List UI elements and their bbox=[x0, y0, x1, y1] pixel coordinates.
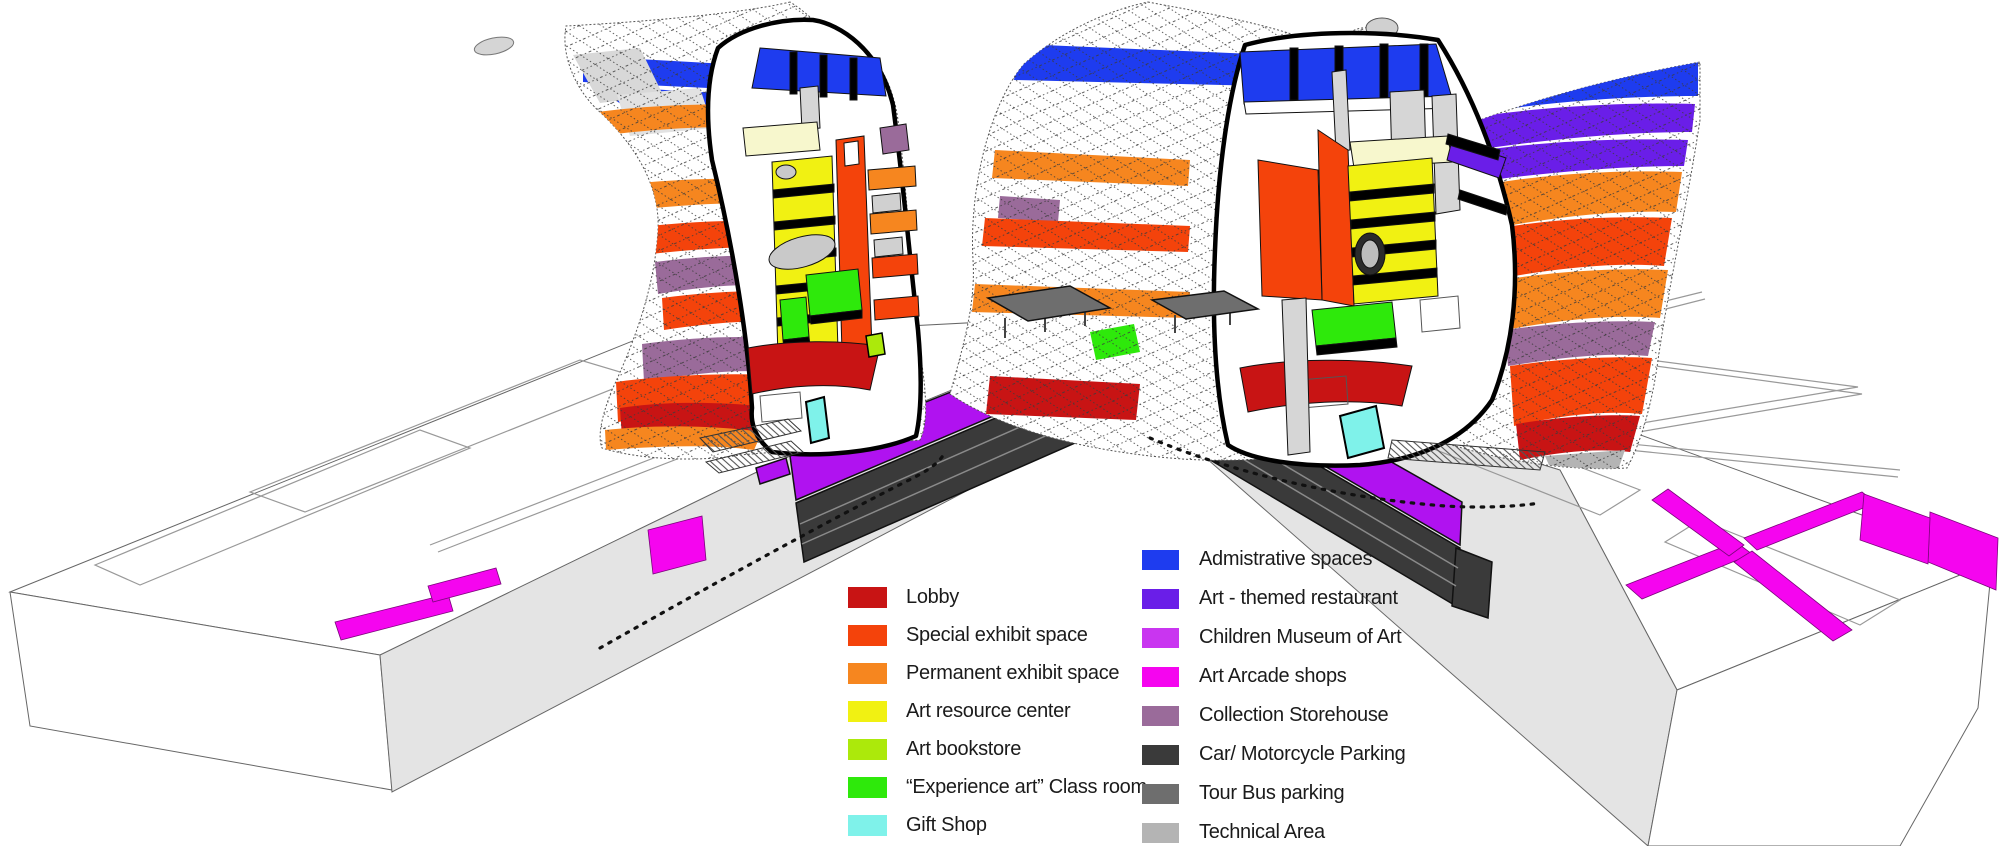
legend-swatch bbox=[1142, 666, 1179, 687]
dotted-guide-paths bbox=[598, 436, 1542, 650]
art-arcade-strips bbox=[334, 488, 1999, 642]
legend-row: Admistrative spaces bbox=[1142, 548, 1406, 571]
legend-swatch bbox=[1142, 588, 1179, 609]
legend-row: Art bookstore bbox=[848, 738, 1147, 761]
legend-swatch bbox=[1142, 705, 1179, 726]
legend-row: Gift Shop bbox=[848, 814, 1147, 837]
orange-cut-wall bbox=[1317, 129, 1355, 307]
legend-label: Art Arcade shops bbox=[1199, 665, 1347, 687]
right-tower bbox=[949, 1, 1701, 471]
elevator-core bbox=[1281, 297, 1311, 456]
legend-row: Lobby bbox=[848, 586, 1147, 609]
legend-label: Children Museum of Art bbox=[1199, 626, 1402, 648]
legend-swatch bbox=[848, 625, 887, 646]
canopy bbox=[985, 285, 1113, 338]
legend-swatch bbox=[848, 663, 887, 684]
legend-label: Art - themed restaurant bbox=[1199, 587, 1398, 609]
legend-swatch bbox=[848, 815, 887, 836]
gift-shop-wedge bbox=[1338, 404, 1386, 460]
legend-swatch bbox=[848, 587, 887, 608]
legend-label: Admistrative spaces bbox=[1199, 548, 1373, 570]
legend-swatch bbox=[1142, 744, 1179, 765]
legend-swatch bbox=[1142, 627, 1179, 648]
legend-swatch bbox=[1142, 822, 1179, 843]
legend-row: Collection Storehouse bbox=[1142, 704, 1406, 727]
legend-row: Car/ Motorcycle Parking bbox=[1142, 743, 1406, 766]
legend-row: Permanent exhibit space bbox=[848, 662, 1147, 685]
left-tower bbox=[473, 1, 927, 474]
children-museum-step bbox=[755, 457, 791, 485]
legend-label: Gift Shop bbox=[906, 814, 987, 836]
legend-label: Special exhibit space bbox=[906, 624, 1088, 646]
tour-bus-canopies bbox=[985, 285, 1261, 338]
legend-label: “Experience art” Class room bbox=[906, 776, 1147, 798]
legend-row: Art - themed restaurant bbox=[1142, 587, 1406, 610]
right-plinth-front-face bbox=[1647, 561, 1993, 846]
left-tower-interior bbox=[742, 47, 920, 423]
legend-swatch bbox=[848, 777, 887, 798]
legend-row: Children Museum of Art bbox=[1142, 626, 1406, 649]
lobby-floor bbox=[747, 341, 881, 395]
legend-label: Technical Area bbox=[1199, 821, 1325, 843]
legend-label: Lobby bbox=[906, 586, 959, 608]
bus-ramp bbox=[1387, 439, 1546, 471]
right-tower-interior bbox=[1239, 43, 1509, 456]
canopy bbox=[1149, 290, 1261, 333]
legend-swatch bbox=[1142, 783, 1179, 804]
legend-label: Art resource center bbox=[906, 700, 1071, 722]
legend-column-right: Admistrative spaces Art - themed restaur… bbox=[1142, 548, 1406, 844]
legend-row: “Experience art” Class room bbox=[848, 776, 1147, 799]
legend-label: Permanent exhibit space bbox=[906, 662, 1120, 684]
gift-shop-wedge bbox=[804, 395, 831, 445]
legend-row: Art resource center bbox=[848, 700, 1147, 723]
legend-row: Technical Area bbox=[1142, 821, 1406, 844]
legend-swatch bbox=[1142, 549, 1179, 570]
legend-swatch bbox=[848, 739, 887, 760]
legend-column-left: Lobby Special exhibit space Permanent ex… bbox=[848, 586, 1147, 837]
legend-row: Special exhibit space bbox=[848, 624, 1147, 647]
bus-ramps bbox=[699, 418, 805, 474]
legend-label: Tour Bus parking bbox=[1199, 782, 1345, 804]
legend-label: Collection Storehouse bbox=[1199, 704, 1389, 726]
legend-label: Art bookstore bbox=[906, 738, 1022, 760]
legend-label: Car/ Motorcycle Parking bbox=[1199, 743, 1406, 765]
car-parking-endface bbox=[1451, 546, 1493, 620]
legend-swatch bbox=[848, 701, 887, 722]
legend-row: Tour Bus parking bbox=[1142, 782, 1406, 805]
legend-row: Art Arcade shops bbox=[1142, 665, 1406, 688]
art-bookstore-wedge bbox=[865, 332, 886, 358]
mesh-swirl bbox=[473, 36, 515, 56]
sculpture-blob bbox=[768, 234, 836, 270]
